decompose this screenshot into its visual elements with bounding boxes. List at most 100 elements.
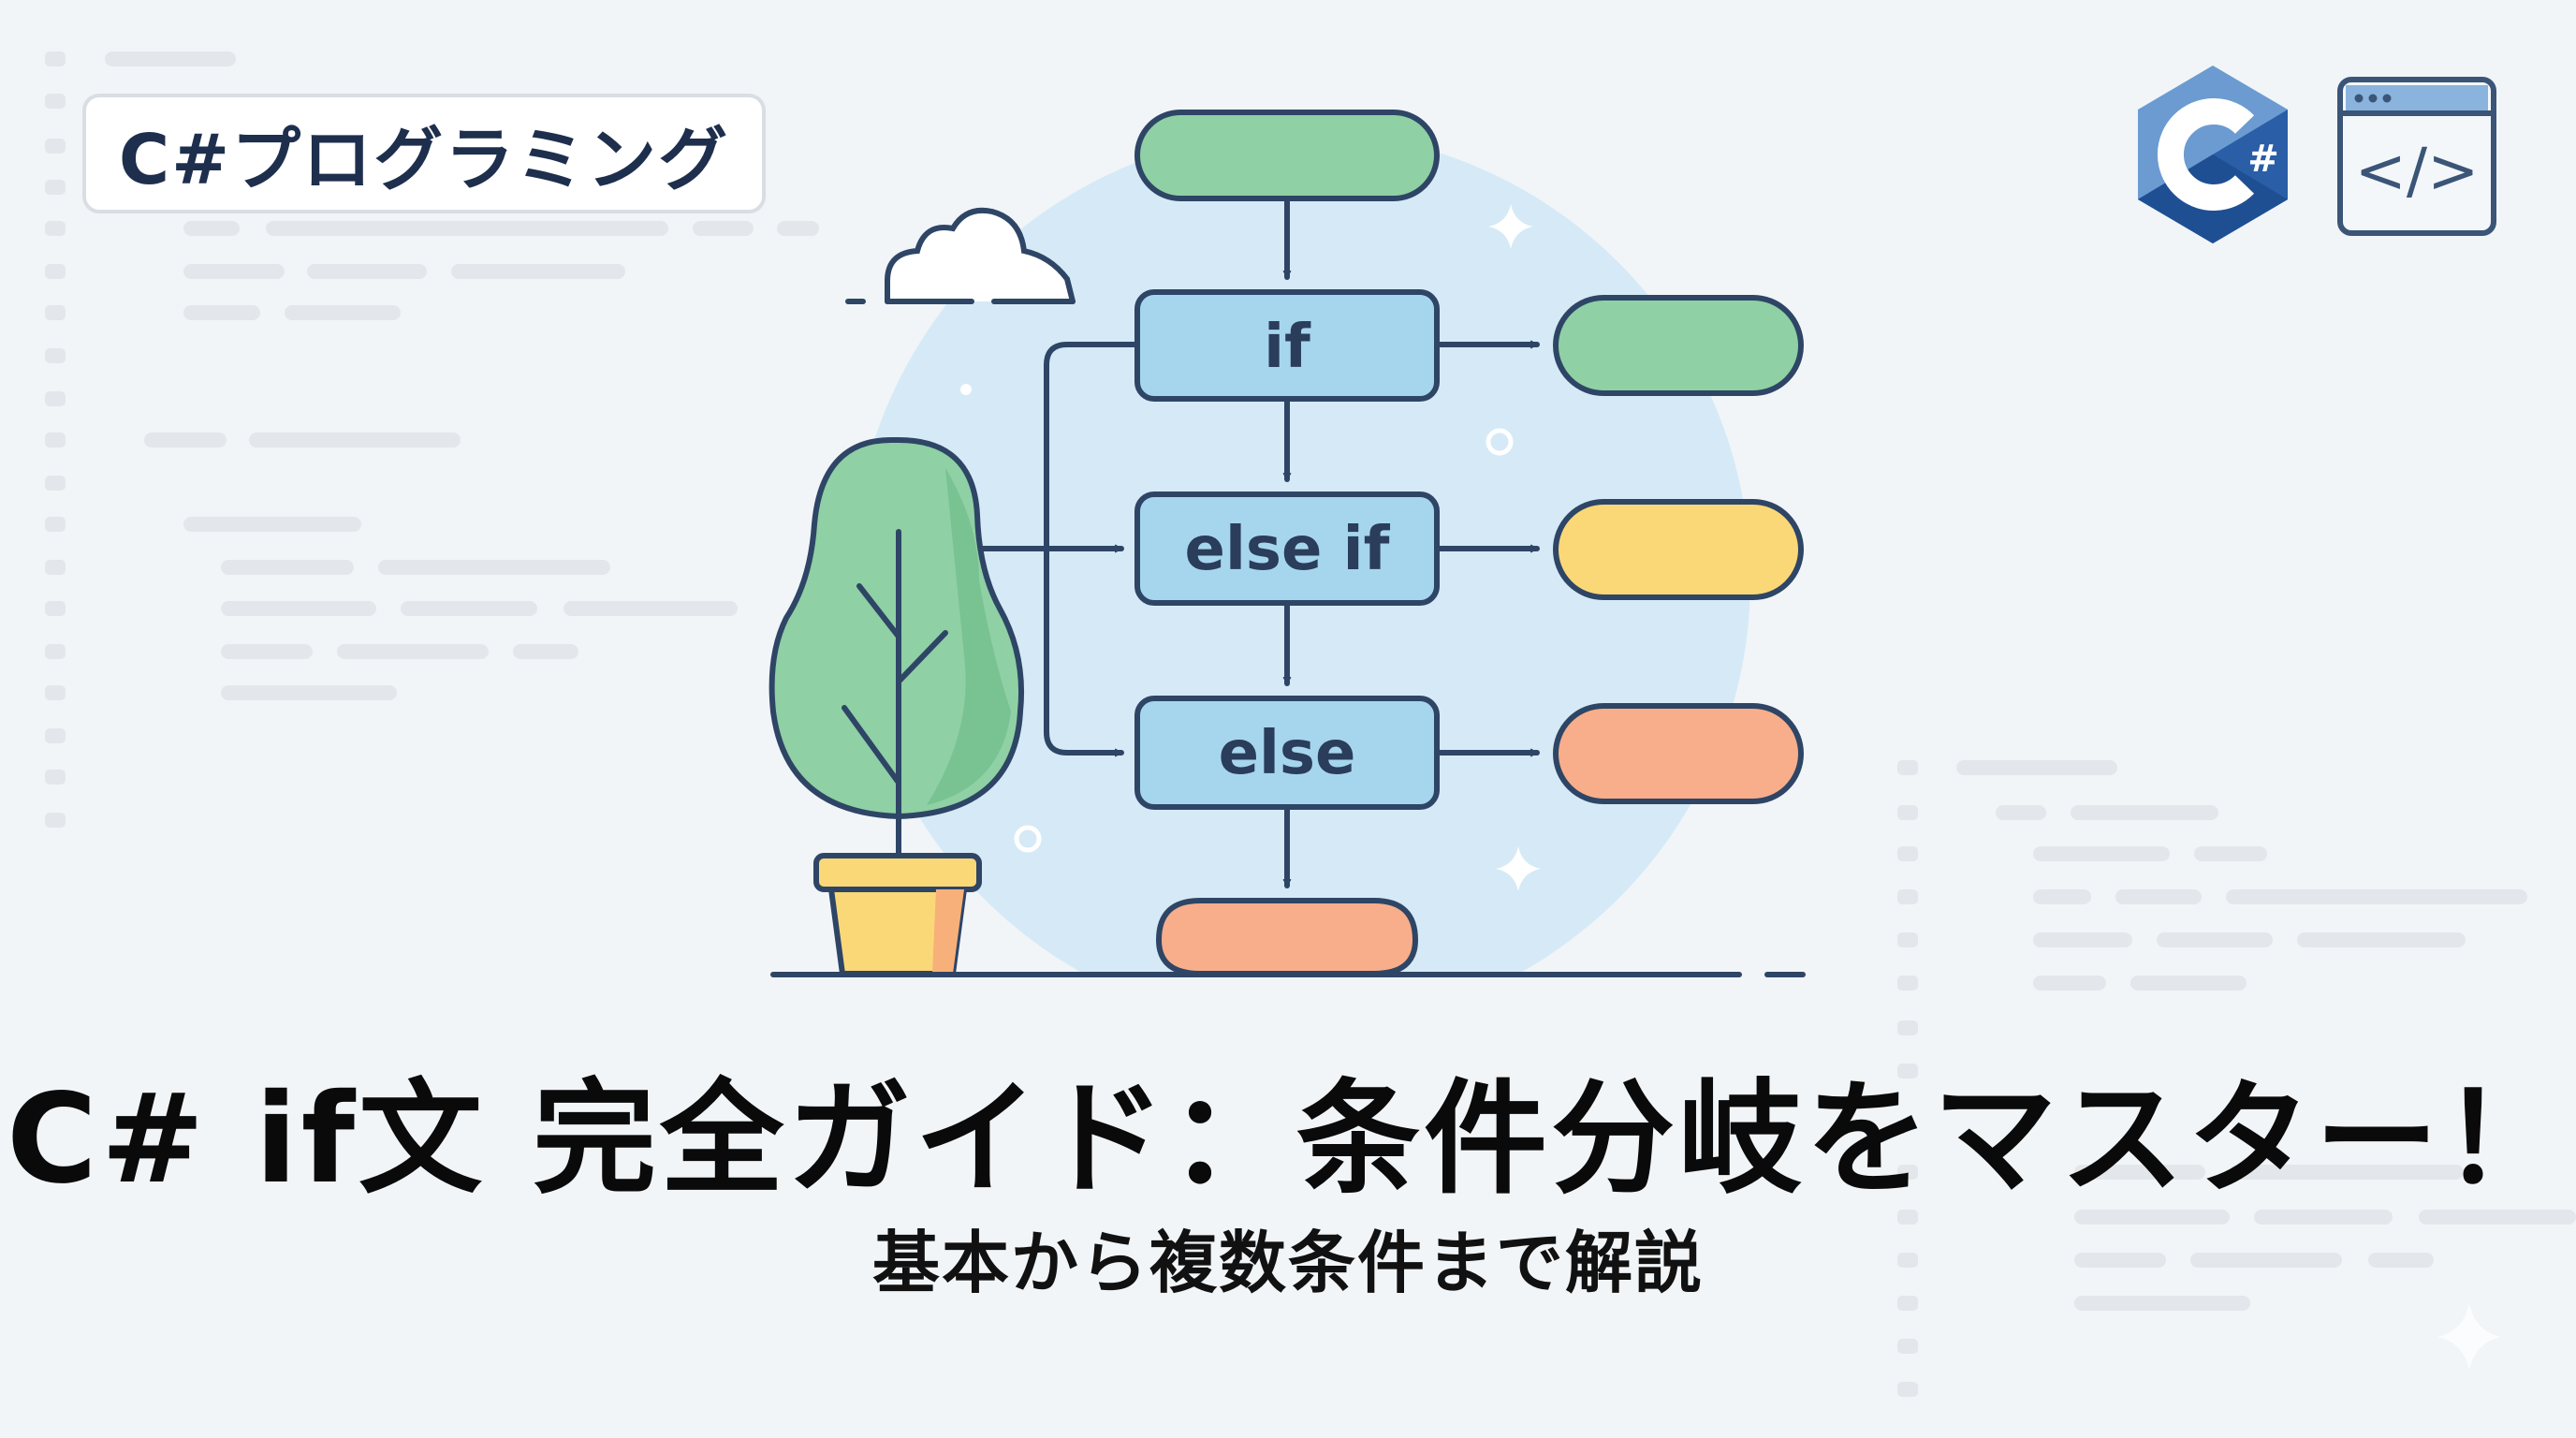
gutter-mark (45, 813, 66, 828)
code-line (2297, 932, 2466, 947)
code-line (183, 264, 285, 279)
code-line (105, 51, 236, 66)
ring-decoration (1486, 428, 1514, 456)
gutter-mark (45, 601, 66, 616)
gutter-mark (45, 476, 66, 491)
gutter-mark (45, 94, 66, 109)
code-line (401, 601, 537, 616)
plant-icon (768, 437, 1025, 976)
csharp-logo-icon: # (2138, 66, 2288, 243)
code-line (285, 305, 401, 320)
else-if-label: else if (1185, 515, 1391, 584)
sparkle-icon (1496, 846, 1541, 891)
code-line (564, 601, 738, 616)
code-line (693, 221, 754, 236)
if-result-node (1553, 295, 1804, 396)
gutter-mark (1897, 846, 1918, 861)
code-line (2194, 846, 2267, 861)
code-line (337, 644, 489, 659)
code-line (183, 517, 361, 532)
code-window-icon: </> (2337, 77, 2496, 236)
gutter-mark (45, 264, 66, 279)
gutter-mark (1897, 1210, 1918, 1225)
gutter-mark (45, 391, 66, 406)
gutter-mark (45, 139, 66, 154)
code-line (1956, 760, 2117, 775)
code-line (2074, 1210, 2230, 1225)
ring-decoration (1014, 825, 1042, 853)
else-result-node (1553, 703, 1804, 804)
code-line (2230, 1165, 2464, 1180)
gutter-mark (45, 517, 66, 532)
gutter-mark (1897, 1382, 1918, 1397)
code-line (2033, 889, 2091, 904)
subtitle: 基本から複数条件まで解説 (871, 1224, 1704, 1302)
code-line (2157, 932, 2273, 947)
gutter-mark (1897, 760, 1918, 775)
code-line (2071, 805, 2218, 820)
gutter-mark (1897, 1064, 1918, 1078)
code-line (2130, 976, 2247, 990)
code-line (2074, 1296, 2250, 1311)
gutter-mark (1897, 1020, 1918, 1035)
else-label: else (1219, 719, 1356, 788)
code-line (2419, 1210, 2576, 1225)
else-if-node (1134, 492, 1440, 606)
if-label: if (1264, 313, 1311, 382)
gutter-mark (45, 644, 66, 659)
flowchart-illustration: if else if else (768, 110, 1806, 1030)
cloud-icon (845, 207, 1076, 304)
code-line (266, 221, 668, 236)
code-line (2033, 846, 2170, 861)
gutter-mark (1897, 976, 1918, 990)
gutter-mark (45, 728, 66, 743)
code-line (2254, 1210, 2393, 1225)
main-title: C# if文 完全ガイド：条件分岐をマスター！ (6, 1067, 2570, 1211)
code-line (2074, 1165, 2205, 1180)
category-tag: C#プログラミング (82, 94, 766, 213)
code-line (513, 644, 578, 659)
code-line (2074, 1253, 2166, 1268)
code-line (221, 560, 354, 575)
gutter-mark (45, 433, 66, 448)
gutter-mark (1897, 1296, 1918, 1311)
if-node (1134, 289, 1440, 402)
gutter-mark (1897, 1165, 1918, 1180)
sparkle-icon (2437, 1303, 2501, 1371)
start-node (1134, 110, 1440, 201)
code-line (183, 221, 240, 236)
code-line (2033, 932, 2132, 947)
gutter-mark (1897, 1339, 1918, 1354)
code-glyph: </> (2355, 135, 2480, 207)
code-line (307, 264, 427, 279)
gutter-mark (45, 348, 66, 363)
code-line (2033, 976, 2106, 990)
code-line (2368, 1253, 2434, 1268)
code-line (378, 560, 610, 575)
code-line (221, 685, 397, 700)
gutter-mark (1897, 1253, 1918, 1268)
code-line (249, 433, 461, 448)
else-if-result-node (1553, 499, 1804, 600)
code-line (451, 264, 625, 279)
code-line (221, 601, 376, 616)
code-line (221, 644, 313, 659)
category-tag-label: C#プログラミング (118, 119, 730, 200)
code-line (2115, 889, 2202, 904)
code-line (144, 433, 227, 448)
gutter-mark (45, 560, 66, 575)
gutter-mark (1897, 932, 1918, 947)
code-line (2226, 889, 2527, 904)
gutter-mark (45, 180, 66, 195)
gutter-mark (1897, 889, 1918, 904)
code-line (183, 305, 260, 320)
code-line (2190, 1253, 2342, 1268)
gutter-mark (45, 770, 66, 785)
sparkle-icon (1488, 204, 1533, 249)
code-line (777, 221, 819, 236)
else-node (1134, 696, 1440, 810)
gutter-mark (45, 51, 66, 66)
dot-decoration (960, 384, 972, 395)
end-node (1155, 898, 1419, 976)
gutter-mark (1897, 805, 1918, 820)
